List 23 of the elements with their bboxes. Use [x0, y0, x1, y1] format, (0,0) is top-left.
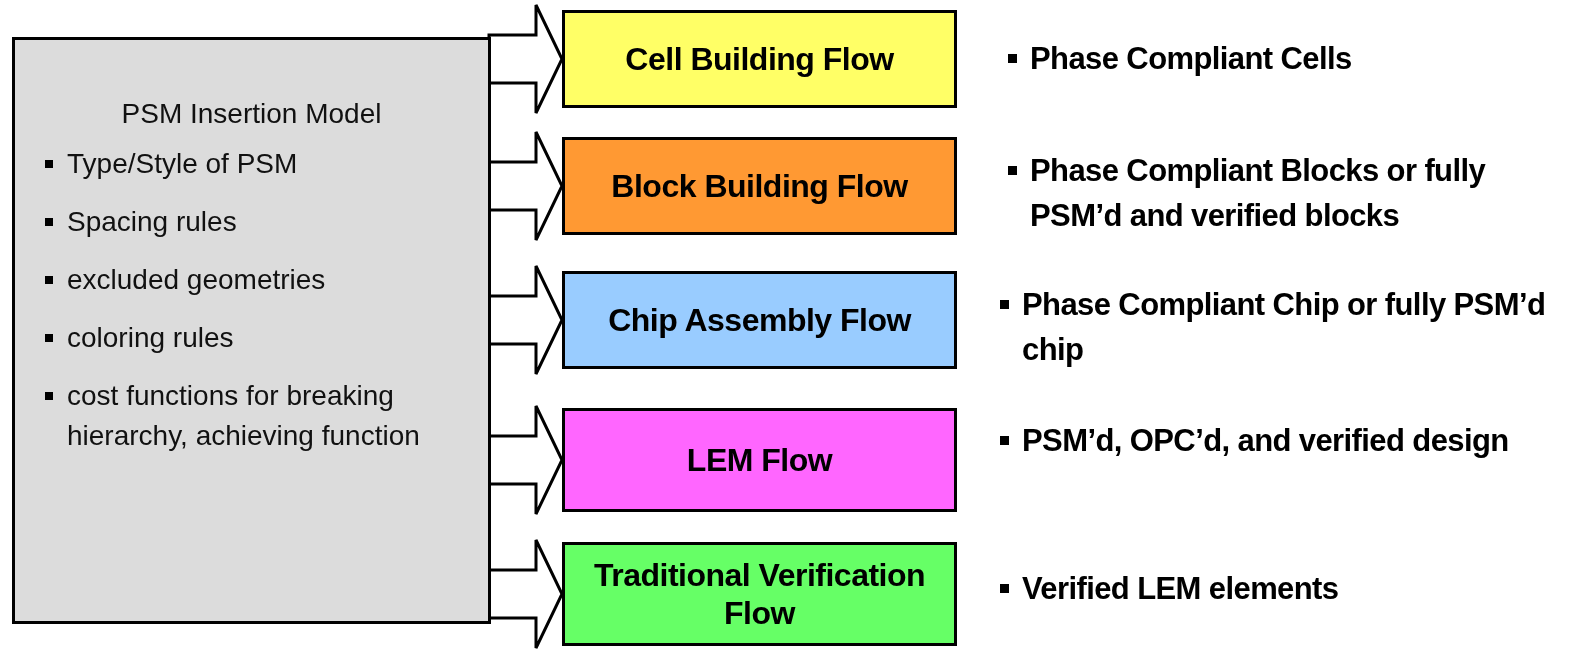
bullet-text: Verified LEM elements [1000, 566, 1566, 611]
bullet-text: Phase Compliant Chip or fully PSM’d chip [1000, 282, 1566, 372]
flow-label: LEM Flow [685, 441, 834, 479]
box-heading: PSM Insertion Model [120, 98, 383, 130]
flow-box [562, 542, 957, 646]
bullet-text: PSM’d, OPC’d, and verified design [1000, 418, 1566, 463]
flow-label: Traditional Verification Flow [592, 556, 927, 632]
flow-label: Block Building Flow [610, 167, 909, 205]
block-arrow [487, 3, 564, 115]
flow-box [562, 408, 957, 512]
bullet-item: Type/Style of PSM [45, 144, 468, 184]
flow-label: Cell Building Flow [624, 40, 895, 78]
bullet-item: cost functions for breaking hierarchy, achieving function [45, 376, 468, 456]
model-box [12, 37, 491, 624]
flow-box [562, 10, 957, 108]
bullet-item: excluded geometries [45, 260, 468, 300]
flow-box [562, 271, 957, 369]
bullet-item: Spacing rules [45, 202, 468, 242]
bullet-text: Phase Compliant Blocks or fully PSM’d and verified blocks [1008, 148, 1574, 238]
bullet-text: Phase Compliant Cells [1008, 36, 1568, 81]
flow-box [562, 137, 957, 235]
bullet-item: coloring rules [45, 318, 468, 358]
flow-label: Chip Assembly Flow [607, 301, 913, 339]
